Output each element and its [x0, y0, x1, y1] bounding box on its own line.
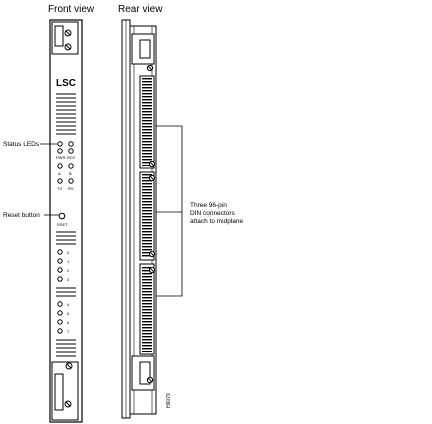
din-connector-3	[139, 263, 156, 355]
status-leds: PWR RDY A B TX RX	[56, 141, 76, 191]
rear-panel	[121, 19, 157, 419]
led-label-6: 6	[67, 320, 70, 325]
front-vent-divider	[56, 287, 76, 297]
front-vent-lower	[56, 339, 76, 357]
din-connector-2	[139, 171, 156, 261]
status-leds-label: Status LEDs	[3, 141, 40, 148]
led-label-a: A	[58, 171, 61, 176]
front-vent-upper	[56, 93, 76, 135]
front-view-title: Front view	[48, 4, 95, 15]
front-vent-middle	[56, 231, 76, 245]
led-label-7: 7	[67, 329, 70, 334]
connectors-label-line3: attach to midplane	[190, 218, 244, 225]
led-group-a: 0 1 2 3	[57, 249, 70, 282]
led-label-rdy: RDY	[67, 155, 76, 160]
din-connector-1	[139, 75, 156, 169]
led-label-b: B	[69, 171, 72, 176]
led-label-0: 0	[67, 250, 70, 255]
bottom-ejector-icon	[51, 361, 79, 421]
reset-button: RSET	[57, 212, 68, 227]
rear-bottom-bracket-icon	[131, 355, 155, 391]
figure-id: H6079	[166, 393, 172, 408]
callout-connectors	[156, 125, 183, 297]
led-label-4: 4	[67, 302, 70, 307]
connectors-label-line2: DIN connectors	[190, 210, 236, 217]
rear-top-bracket-icon	[131, 33, 155, 72]
connectors-label-line1: Three 96-pin	[190, 202, 227, 209]
led-group-b: 4 5 6 7	[57, 301, 70, 334]
led-label-rx: RX	[68, 186, 74, 191]
callout-reset-button: Reset button	[3, 212, 59, 219]
led-label-pwr: PWR	[56, 155, 65, 160]
led-label-3: 3	[67, 277, 70, 282]
top-ejector-icon	[51, 21, 79, 55]
card-label: LSC	[56, 78, 76, 89]
callout-status-leds: Status LEDs	[3, 141, 57, 148]
led-label-1: 1	[67, 259, 70, 264]
led-label-tx: TX	[57, 186, 62, 191]
led-label-2: 2	[67, 268, 70, 273]
led-label-5: 5	[67, 311, 70, 316]
rear-view-title: Rear view	[118, 4, 163, 15]
reset-button-label: Reset button	[3, 212, 40, 219]
reset-label: RSET	[57, 222, 68, 227]
front-panel: LSC PWR RDY A B	[49, 19, 83, 423]
